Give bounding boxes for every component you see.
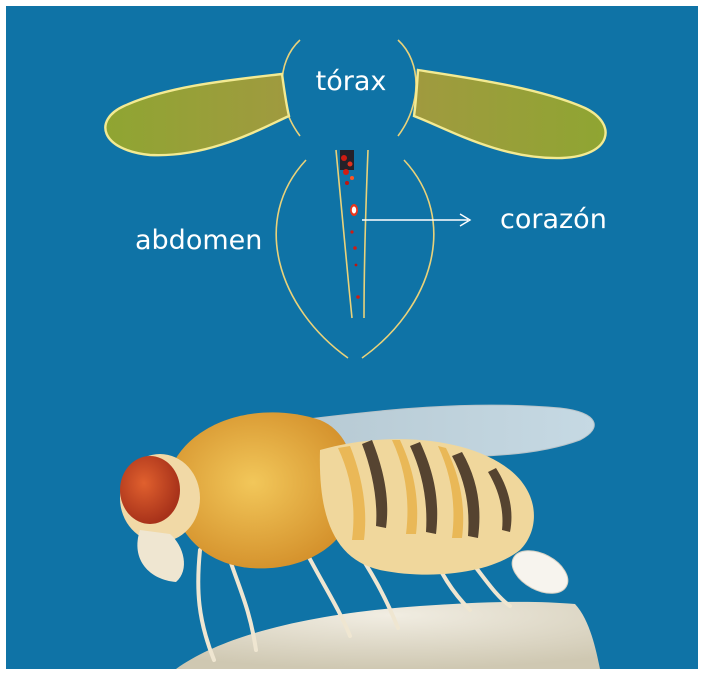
background-panel [6,6,698,669]
thorax-label: tórax [316,66,387,97]
abdomen-label: abdomen [135,225,262,256]
heart-label: corazón [500,204,607,235]
fly-eye [120,456,180,524]
